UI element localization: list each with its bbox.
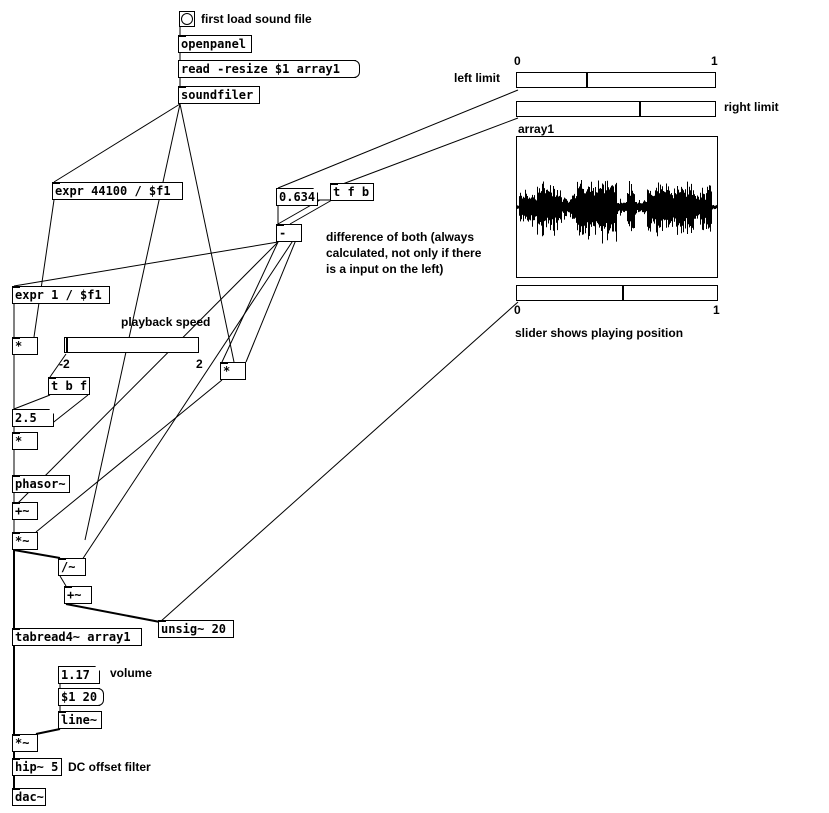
multiply-signal-object-1[interactable]: *~ xyxy=(12,532,38,550)
multiply-signal-object-2[interactable]: *~ xyxy=(12,734,38,752)
multiply-object-1[interactable]: * xyxy=(12,337,38,355)
volume-label: volume xyxy=(110,666,153,680)
dc-offset-label: DC offset filter xyxy=(68,760,151,774)
position-max-label: 1 xyxy=(713,303,720,317)
read-message[interactable]: read -resize $1 array1 xyxy=(178,60,360,78)
playback-speed-slider[interactable] xyxy=(64,337,199,353)
multiply-object-right[interactable]: * xyxy=(220,362,246,380)
right-limit-label: right limit xyxy=(724,100,779,114)
plus-signal-object-2[interactable]: +~ xyxy=(64,586,92,604)
left-limit-min-label: 0 xyxy=(514,54,521,68)
array1-graph[interactable] xyxy=(516,136,718,278)
difference-number-box[interactable]: 0.634 xyxy=(276,188,318,206)
tabread4-object[interactable]: tabread4~ array1 xyxy=(12,628,142,646)
left-limit-max-label: 1 xyxy=(711,54,718,68)
speed-min-label: -2 xyxy=(59,357,70,371)
slider-knob[interactable] xyxy=(639,102,641,116)
speed-number-box[interactable]: 2.5 xyxy=(12,409,54,427)
slider-knob[interactable] xyxy=(66,338,68,352)
slider-knob[interactable] xyxy=(622,286,624,300)
hip-filter-object[interactable]: hip~ 5 xyxy=(12,758,62,776)
volume-number-box[interactable]: 1.17 xyxy=(58,666,100,684)
playback-speed-label: playback speed xyxy=(121,315,211,329)
array-name-label: array1 xyxy=(518,122,555,136)
position-min-label: 0 xyxy=(514,303,521,317)
trigger-bf-object[interactable]: t b f xyxy=(48,377,90,395)
openpanel-object[interactable]: openpanel xyxy=(178,35,252,53)
left-limit-slider[interactable] xyxy=(516,72,716,88)
slider-knob[interactable] xyxy=(586,73,588,87)
expr-inverse-object[interactable]: expr 1 / $f1 xyxy=(12,286,110,304)
waveform xyxy=(517,180,717,244)
phasor-object[interactable]: phasor~ xyxy=(12,475,70,493)
dac-object[interactable]: dac~ xyxy=(12,788,46,806)
bang-label: first load sound file xyxy=(201,12,312,26)
divide-signal-object[interactable]: /~ xyxy=(58,558,86,576)
minus-object[interactable]: - xyxy=(276,224,302,242)
line-signal-object[interactable]: line~ xyxy=(58,711,102,729)
multiply-object-2[interactable]: * xyxy=(12,432,38,450)
difference-note-line1: difference of both (always xyxy=(326,230,475,244)
right-limit-slider[interactable] xyxy=(516,101,716,117)
unsig-object[interactable]: unsig~ 20 xyxy=(158,620,234,638)
playing-position-slider[interactable] xyxy=(516,285,718,301)
line-ramp-message[interactable]: $1 20 xyxy=(58,688,104,706)
speed-max-label: 2 xyxy=(196,357,203,371)
trigger-fb-object[interactable]: t f b xyxy=(330,183,374,201)
plus-signal-object-1[interactable]: +~ xyxy=(12,502,38,520)
soundfiler-object[interactable]: soundfiler xyxy=(178,86,260,104)
load-file-bang[interactable] xyxy=(179,11,195,27)
difference-note-line3: is a input on the left) xyxy=(326,262,444,276)
slider-note-label: slider shows playing position xyxy=(515,326,684,340)
left-limit-label: left limit xyxy=(454,71,501,85)
difference-note-line2: calculated, not only if there xyxy=(326,246,482,260)
expr-samplerate-object[interactable]: expr 44100 / $f1 xyxy=(52,182,183,200)
waveform-trace xyxy=(517,180,717,244)
